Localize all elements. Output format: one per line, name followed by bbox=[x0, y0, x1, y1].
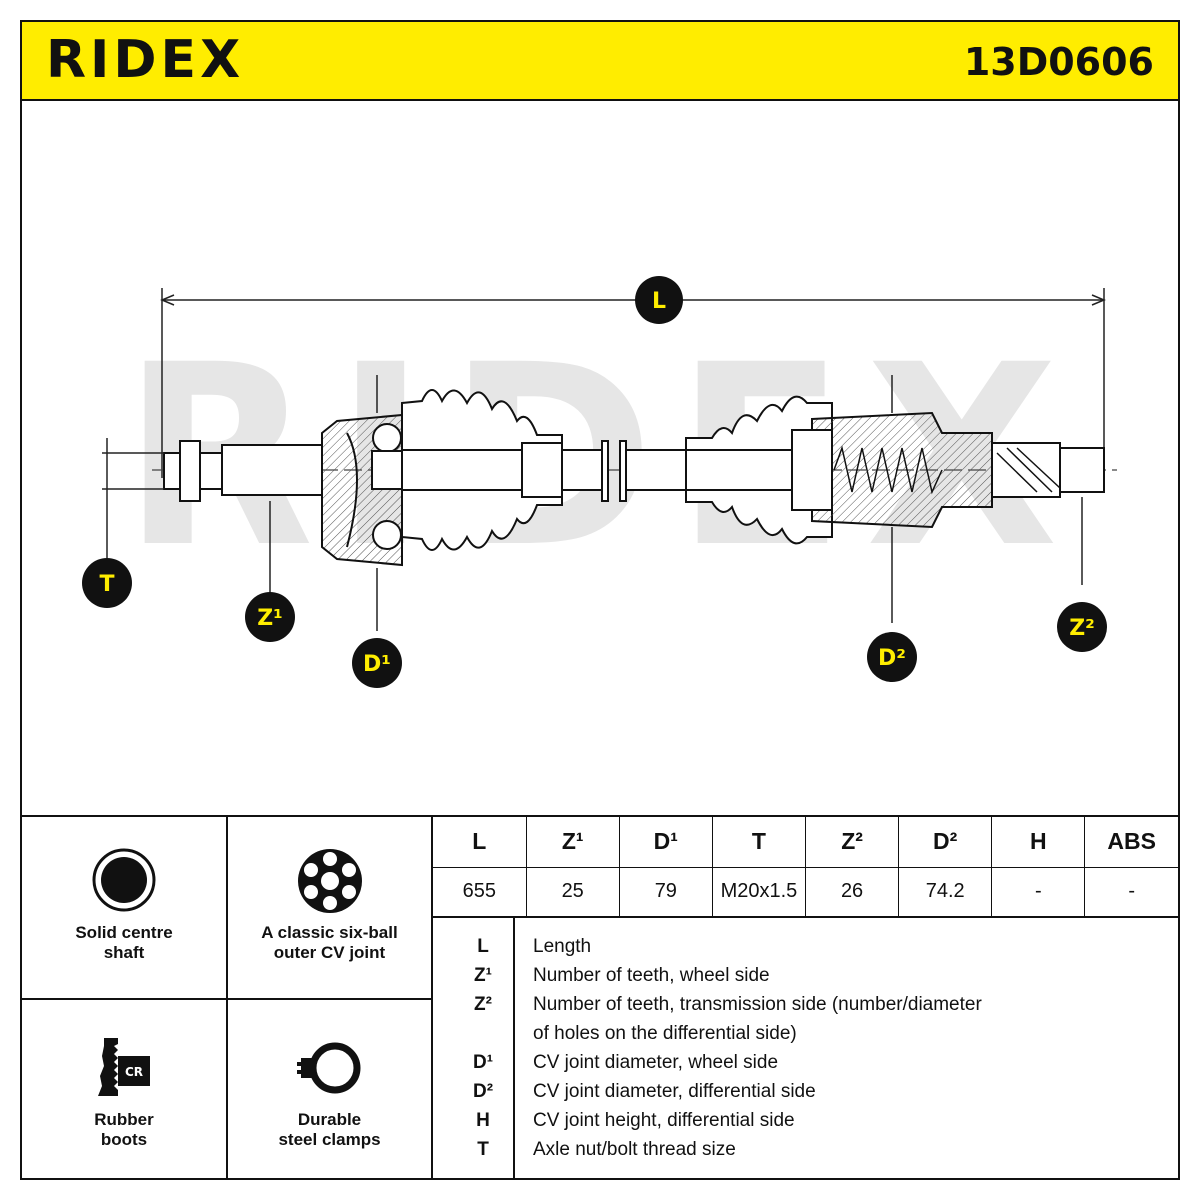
legend-description: CV joint diameter, differential side bbox=[533, 1081, 816, 1102]
legend-key: D² bbox=[472, 1081, 494, 1102]
spec-value-cell: 26 bbox=[804, 866, 900, 918]
feature-caption-line1: Rubber bbox=[94, 1110, 154, 1129]
legend-divider bbox=[513, 918, 515, 1180]
spec-section: Solid centre shaft A classic six-ball ou… bbox=[22, 815, 1178, 1180]
spec-value-cell: M20x1.5 bbox=[711, 866, 807, 918]
spec-value-cell: 655 bbox=[433, 866, 527, 918]
spec-value-cell: 25 bbox=[525, 866, 620, 918]
length-dimension bbox=[160, 288, 1106, 478]
feature-caption-line2: shaft bbox=[103, 943, 145, 962]
badge-D2: D² bbox=[867, 632, 917, 682]
legend-description: Length bbox=[533, 936, 592, 957]
spec-value-cell: - bbox=[991, 866, 1086, 918]
spec-value-cell: 79 bbox=[618, 866, 713, 918]
legend-description: Number of teeth, wheel side bbox=[533, 965, 770, 986]
spec-header-cell: D² bbox=[898, 817, 993, 868]
spec-header-row: L Z¹ D¹ T Z² D² H ABS bbox=[433, 817, 1178, 868]
spec-header-cell: H bbox=[991, 817, 1086, 868]
legend-key: T bbox=[477, 1139, 489, 1160]
legend-description: CV joint diameter, wheel side bbox=[533, 1052, 779, 1073]
feature-steel-clamps: Durable steel clamps bbox=[228, 1000, 433, 1180]
drive-shaft-drawing: RIDEX bbox=[82, 276, 1117, 688]
legend-description: Number of teeth, transmission side (numb… bbox=[533, 994, 982, 1015]
feature-solid-shaft: Solid centre shaft bbox=[22, 817, 228, 1000]
badge-Z1: Z¹ bbox=[245, 592, 295, 642]
svg-text:T: T bbox=[99, 572, 114, 597]
svg-text:D¹: D¹ bbox=[363, 652, 391, 677]
legend-description: CV joint height, differential side bbox=[533, 1110, 795, 1131]
badge-L: L bbox=[635, 276, 683, 324]
wheel-side-assembly bbox=[163, 389, 609, 567]
badge-Z2: Z² bbox=[1057, 602, 1107, 652]
feature-rubber-boots: CR Rubber boots bbox=[22, 1000, 228, 1180]
rubber-boot-icon: CR bbox=[98, 1038, 150, 1096]
spec-value-cell: 74.2 bbox=[898, 866, 993, 918]
brand-logo: RIDEX bbox=[46, 30, 245, 90]
datasheet-frame: RIDEX 13D0606 RIDEX bbox=[20, 20, 1180, 1180]
feature-caption-line2: steel clamps bbox=[278, 1130, 381, 1149]
legend-key: Z¹ bbox=[474, 965, 492, 986]
svg-text:D²: D² bbox=[878, 646, 906, 671]
spec-table: L Z¹ D¹ T Z² D² H ABS 655 25 79 M20x1.5 … bbox=[433, 817, 1178, 918]
legend: L Length Z¹ Number of teeth, wheel side … bbox=[433, 918, 1178, 1180]
svg-text:L: L bbox=[652, 289, 666, 314]
spec-header-cell: ABS bbox=[1084, 817, 1178, 868]
spec-header-cell: Z² bbox=[804, 817, 900, 868]
feature-caption-line2: boots bbox=[100, 1130, 148, 1149]
svg-text:CR: CR bbox=[125, 1065, 143, 1079]
steel-clamp-icon bbox=[296, 1042, 360, 1094]
feature-caption-line1: Durable bbox=[297, 1110, 362, 1129]
spec-header-cell: L bbox=[433, 817, 527, 868]
six-ball-joint-icon bbox=[297, 849, 362, 913]
legend-key: L bbox=[477, 936, 489, 957]
badge-T: T bbox=[82, 558, 132, 608]
badge-D1: D¹ bbox=[352, 638, 402, 688]
legend-key: H bbox=[476, 1110, 490, 1131]
spec-header-cell: Z¹ bbox=[525, 817, 620, 868]
legend-description: Axle nut/bolt thread size bbox=[533, 1139, 736, 1160]
solid-shaft-icon bbox=[92, 848, 156, 912]
feature-caption-line1: A classic six-ball bbox=[261, 923, 398, 942]
spec-value-cell: - bbox=[1084, 866, 1178, 918]
feature-six-ball-joint: A classic six-ball outer CV joint bbox=[228, 817, 433, 1000]
header-bar: RIDEX 13D0606 bbox=[22, 22, 1178, 101]
part-number: 13D0606 bbox=[963, 40, 1154, 84]
feature-caption-line2: outer CV joint bbox=[273, 943, 386, 962]
svg-text:Z¹: Z¹ bbox=[257, 606, 283, 631]
feature-caption-line1: Solid centre bbox=[75, 923, 173, 942]
legend-description: of holes on the differential side) bbox=[533, 1023, 797, 1044]
leader-lines bbox=[102, 375, 1083, 631]
legend-key: Z² bbox=[474, 994, 492, 1015]
spec-header-cell: T bbox=[711, 817, 807, 868]
spec-header-cell: D¹ bbox=[618, 817, 713, 868]
spec-value-row: 655 25 79 M20x1.5 26 74.2 - - bbox=[433, 866, 1178, 918]
legend-key: D¹ bbox=[472, 1052, 494, 1073]
svg-text:Z²: Z² bbox=[1069, 616, 1095, 641]
drive-shaft-diagram: RIDEX bbox=[22, 103, 1178, 815]
differential-side-assembly bbox=[619, 395, 1105, 545]
